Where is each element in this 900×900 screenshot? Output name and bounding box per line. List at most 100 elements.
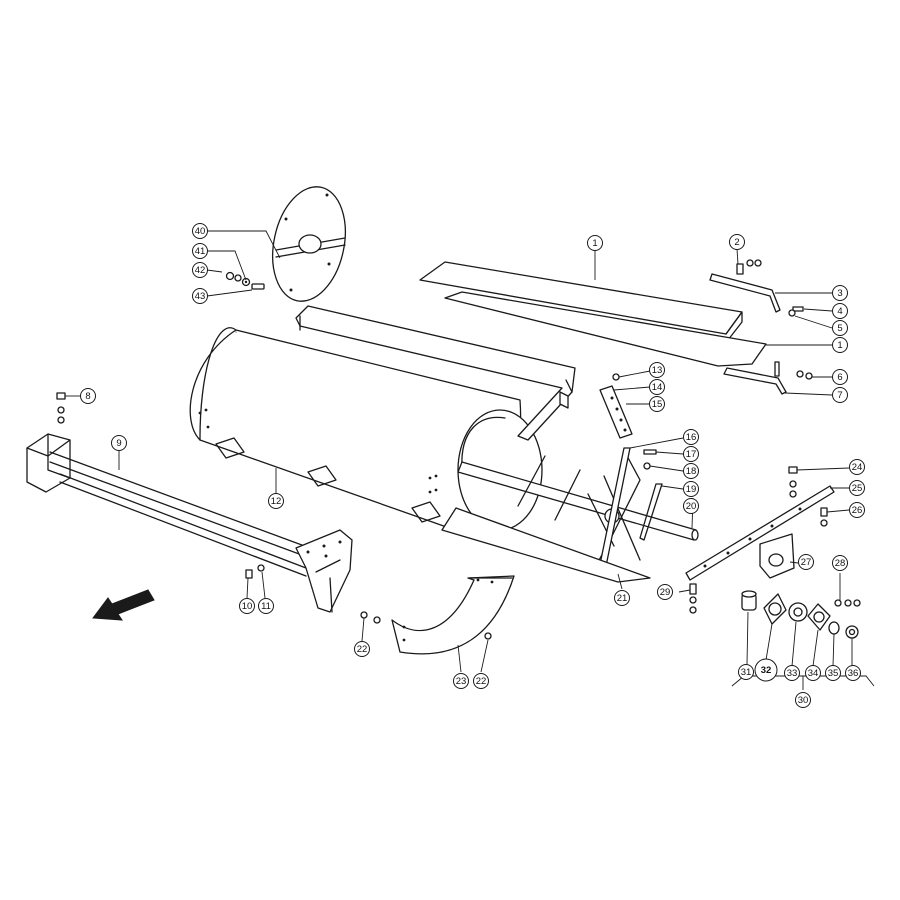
callout-number: 41 <box>195 246 206 257</box>
callout-16[interactable]: 16 <box>683 429 699 445</box>
callout-22[interactable]: 22 <box>354 641 370 657</box>
callout-19[interactable]: 19 <box>683 481 699 497</box>
callout-10[interactable]: 10 <box>239 598 255 614</box>
callout-number: 28 <box>835 558 846 569</box>
callout-number: 12 <box>271 496 282 507</box>
callout-circle <box>784 665 800 681</box>
callout-number: 29 <box>660 587 671 598</box>
callout-36[interactable]: 36 <box>845 665 861 681</box>
callout-30[interactable]: 30 <box>795 692 811 708</box>
callout-circle <box>832 369 848 385</box>
callout-22[interactable]: 22 <box>473 673 489 689</box>
callout-12[interactable]: 12 <box>268 493 284 509</box>
callout-27[interactable]: 27 <box>798 554 814 570</box>
callout-11[interactable]: 11 <box>258 598 274 614</box>
callout-20[interactable]: 20 <box>683 498 699 514</box>
callout-29[interactable]: 29 <box>657 584 673 600</box>
callout-number: 21 <box>617 593 628 604</box>
callout-41[interactable]: 41 <box>192 243 208 259</box>
callout-34[interactable]: 34 <box>805 665 821 681</box>
callout-circle <box>832 320 848 336</box>
callout-25[interactable]: 25 <box>849 480 865 496</box>
callout-40[interactable]: 40 <box>192 223 208 239</box>
callout-number: 22 <box>476 676 487 687</box>
callout-number: 5 <box>837 323 842 334</box>
callout-2[interactable]: 2 <box>729 234 745 250</box>
leader-lines <box>65 230 853 673</box>
callout-number: 1 <box>837 340 842 351</box>
part-40-end-disc <box>272 186 346 302</box>
arrow-left-down-icon <box>92 589 155 621</box>
callout-7[interactable]: 7 <box>832 387 848 403</box>
callout-number: 8 <box>85 391 90 402</box>
callout-number: 33 <box>787 668 798 679</box>
callout-circle <box>649 396 665 412</box>
callout-circle <box>738 664 754 680</box>
callout-circle <box>849 459 865 475</box>
callout-circle <box>683 429 699 445</box>
top-channel <box>295 305 576 441</box>
callout-35[interactable]: 35 <box>825 665 841 681</box>
callout-9[interactable]: 9 <box>111 435 127 451</box>
callout-15[interactable]: 15 <box>649 396 665 412</box>
callout-number: 42 <box>195 265 206 276</box>
callout-18[interactable]: 18 <box>683 463 699 479</box>
callout-number: 43 <box>195 291 206 302</box>
callout-28[interactable]: 28 <box>832 555 848 571</box>
callout-31[interactable]: 31 <box>738 664 754 680</box>
callout-number: 3 <box>837 288 842 299</box>
callout-number: 24 <box>852 462 863 473</box>
callout-circle <box>729 234 745 250</box>
callout-circle <box>754 658 778 682</box>
callout-6[interactable]: 6 <box>832 369 848 385</box>
bearing-assembly-30 <box>731 590 875 690</box>
callout-1[interactable]: 1 <box>587 235 603 251</box>
callout-circle <box>849 502 865 518</box>
callout-number: 26 <box>852 505 863 516</box>
callout-circle <box>832 387 848 403</box>
callout-8[interactable]: 8 <box>80 388 96 404</box>
callout-24[interactable]: 24 <box>849 459 865 475</box>
callout-14[interactable]: 14 <box>649 379 665 395</box>
callout-5[interactable]: 5 <box>832 320 848 336</box>
callout-32-highlighted[interactable]: 32 <box>754 658 778 682</box>
callout-43[interactable]: 43 <box>192 288 208 304</box>
callout-circle <box>258 598 274 614</box>
brackets-2-7 <box>709 259 813 395</box>
callout-23[interactable]: 23 <box>453 673 469 689</box>
callout-number: 23 <box>456 676 467 687</box>
part-21-trough <box>441 507 651 583</box>
callout-33[interactable]: 33 <box>784 665 800 681</box>
callout-number: 10 <box>242 601 253 612</box>
callout-26[interactable]: 26 <box>849 502 865 518</box>
callout-number: 1 <box>592 238 597 249</box>
callout-number: 30 <box>798 695 809 706</box>
callout-circle <box>239 598 255 614</box>
callout-number: 19 <box>686 484 697 495</box>
callout-17[interactable]: 17 <box>683 446 699 462</box>
callout-circle <box>614 590 630 606</box>
parts-13-15-clip-strip <box>599 373 633 439</box>
parts-drawing <box>26 186 875 690</box>
callout-circle <box>192 223 208 239</box>
callout-1[interactable]: 1 <box>832 337 848 353</box>
callout-circle <box>192 262 208 278</box>
callout-circle <box>354 641 370 657</box>
callout-21[interactable]: 21 <box>614 590 630 606</box>
callout-number: 20 <box>686 501 697 512</box>
fasteners-41-43 <box>225 271 265 290</box>
callout-3[interactable]: 3 <box>832 285 848 301</box>
callout-number: 16 <box>686 432 697 443</box>
callout-13[interactable]: 13 <box>649 362 665 378</box>
callout-circle <box>832 555 848 571</box>
callout-number: 34 <box>808 668 819 679</box>
part-25-bearing-bar <box>685 466 835 614</box>
callout-circle <box>832 303 848 319</box>
part-1-cover-sheets <box>419 261 767 367</box>
callout-circle <box>268 493 284 509</box>
callout-42[interactable]: 42 <box>192 262 208 278</box>
callout-circle <box>683 463 699 479</box>
callout-4[interactable]: 4 <box>832 303 848 319</box>
callout-circle <box>649 379 665 395</box>
